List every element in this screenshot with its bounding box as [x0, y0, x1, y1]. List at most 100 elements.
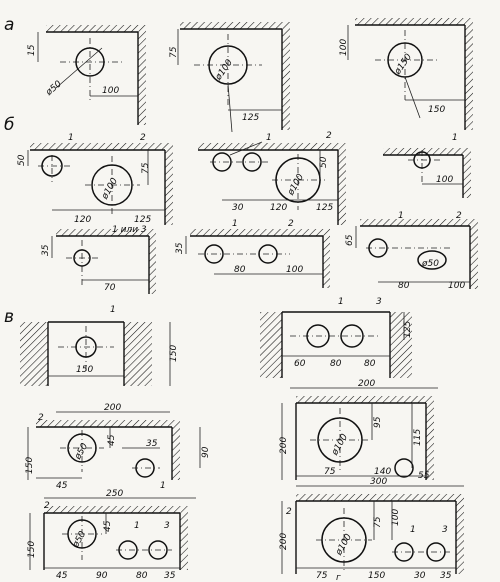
panel-a1: 15 ø50 100 — [27, 25, 146, 125]
dim-w1: 60 — [294, 359, 306, 369]
marker-1: 1 — [68, 133, 74, 143]
hole — [340, 324, 364, 348]
dim-h: 75 — [169, 46, 179, 58]
dim-top: 200 — [358, 379, 375, 389]
dim-w1: 75 — [316, 571, 328, 581]
dim-w2: 90 — [96, 571, 108, 581]
panel-v2-1: 200 ø50 45 35 150 90 45 2 1 — [25, 403, 211, 491]
dim-w3: 125 — [316, 203, 333, 213]
panel-v1-2: 60 80 80 125 1 3 — [260, 297, 413, 378]
hole-small — [41, 155, 63, 177]
dim-w: 100 — [436, 175, 453, 185]
marker-2: 2 — [38, 413, 44, 423]
panel-b1-3: 100 1 — [383, 133, 471, 198]
hole-small — [258, 244, 278, 264]
dim-w2: 125 — [134, 215, 151, 225]
hole-medium — [67, 519, 97, 549]
dim-top: 300 — [370, 477, 387, 487]
marker-2: 2 — [456, 211, 462, 221]
panel-b2-2: 35 80 100 1 2 — [175, 219, 330, 288]
bottom-label: г — [336, 573, 341, 582]
dim-w1: 45 — [56, 571, 68, 581]
hole-small — [204, 244, 224, 264]
dim-w4: 35 — [440, 571, 452, 581]
marker-1: 1 — [410, 525, 416, 535]
dim-top: 250 — [106, 489, 123, 499]
dim-h: 125 — [403, 321, 413, 338]
dim-h: 50 — [319, 156, 329, 168]
hole-small — [73, 249, 91, 267]
dim-h: 65 — [345, 234, 355, 246]
dim-w3: 80 — [136, 571, 148, 581]
dim-h2: 150 — [25, 457, 35, 474]
marker-2: 2 — [140, 133, 146, 143]
dim-h: 35 — [175, 242, 185, 254]
dim-diameter: ø100 — [334, 532, 355, 558]
dim-w2: 120 — [270, 203, 287, 213]
marker-1: 1 — [452, 133, 458, 143]
hole-large — [91, 164, 133, 206]
dim-w1: 30 — [232, 203, 244, 213]
dim-diameter: ø150 — [392, 52, 414, 77]
hole-medium — [417, 250, 447, 270]
marker-2: 2 — [326, 131, 332, 141]
marker-1: 1 — [398, 211, 404, 221]
marker-1: 1 — [338, 297, 344, 307]
dim-h3: 100 — [391, 509, 401, 526]
hole-small — [394, 458, 414, 478]
marker-1: 1 — [266, 133, 272, 143]
hole — [75, 336, 97, 358]
panel-v3-1: 250 ø50 45 150 45 90 80 35 2 1 3 — [27, 489, 196, 581]
hole-medium — [67, 433, 97, 463]
hole — [75, 47, 105, 77]
dim-w: 125 — [242, 113, 259, 123]
dim-w2: 150 — [368, 571, 385, 581]
dim-diameter: ø100 — [286, 172, 307, 198]
dim-h2: 200 — [279, 533, 289, 550]
dim-w1: 80 — [398, 281, 410, 291]
section-label-a: а — [4, 15, 14, 35]
panel-a2: 75 ø100 125 — [169, 22, 290, 133]
dim-h1: 75 — [373, 516, 383, 528]
dim-w: 150 — [76, 365, 93, 375]
dim-h3: 90 — [201, 446, 211, 458]
dim-w3: 55 — [418, 471, 430, 481]
section-label-v: в — [4, 307, 14, 327]
marker-note: 1 или 3 — [112, 225, 147, 235]
hole-large — [317, 417, 363, 463]
dim-w: 100 — [102, 86, 119, 96]
dim-h2: 150 — [27, 541, 37, 558]
dim-h: 100 — [339, 39, 349, 56]
dim-h3: 115 — [413, 429, 423, 446]
panel-b2-1: 35 70 1 или 3 — [41, 225, 156, 294]
marker-1: 1 — [134, 521, 140, 531]
dim-w1: 35 — [146, 439, 158, 449]
dim-h2: 200 — [279, 437, 289, 454]
marker-3: 3 — [164, 521, 170, 531]
hole — [306, 324, 330, 348]
dim-h1: 50 — [17, 154, 27, 166]
panel-a3: 100 ø150 150 — [339, 18, 473, 130]
dim-w2: 80 — [330, 359, 342, 369]
marker-1: 1 — [110, 305, 116, 315]
dim-w: 150 — [428, 105, 445, 115]
marker-3: 3 — [442, 525, 448, 535]
dim-w1: 120 — [74, 215, 91, 225]
dim-w3: 30 — [414, 571, 426, 581]
dim-diameter: ø50 — [421, 259, 439, 269]
hole-large — [321, 517, 367, 563]
dim-h: 35 — [41, 244, 51, 256]
section-label-b: б — [4, 115, 14, 135]
dim-w1: 75 — [324, 467, 336, 477]
dim-w2: 100 — [448, 281, 465, 291]
dim-w2: 140 — [374, 467, 391, 477]
panel-v3-2: 300 ø100 75 200 100 75 150 30 35 2 1 3 — [279, 477, 464, 581]
panel-b1-1: ø100 50 75 120 125 1 2 — [17, 133, 173, 225]
dim-w: 70 — [104, 283, 116, 293]
marker-1: 1 — [232, 219, 238, 229]
panel-v2-2: 200 ø100 95 200 115 75 140 55 — [279, 379, 438, 481]
hole-small — [368, 238, 388, 258]
dim-h2: 75 — [141, 162, 151, 174]
marker-3: 3 — [376, 297, 382, 307]
dim-h: 150 — [169, 345, 179, 362]
